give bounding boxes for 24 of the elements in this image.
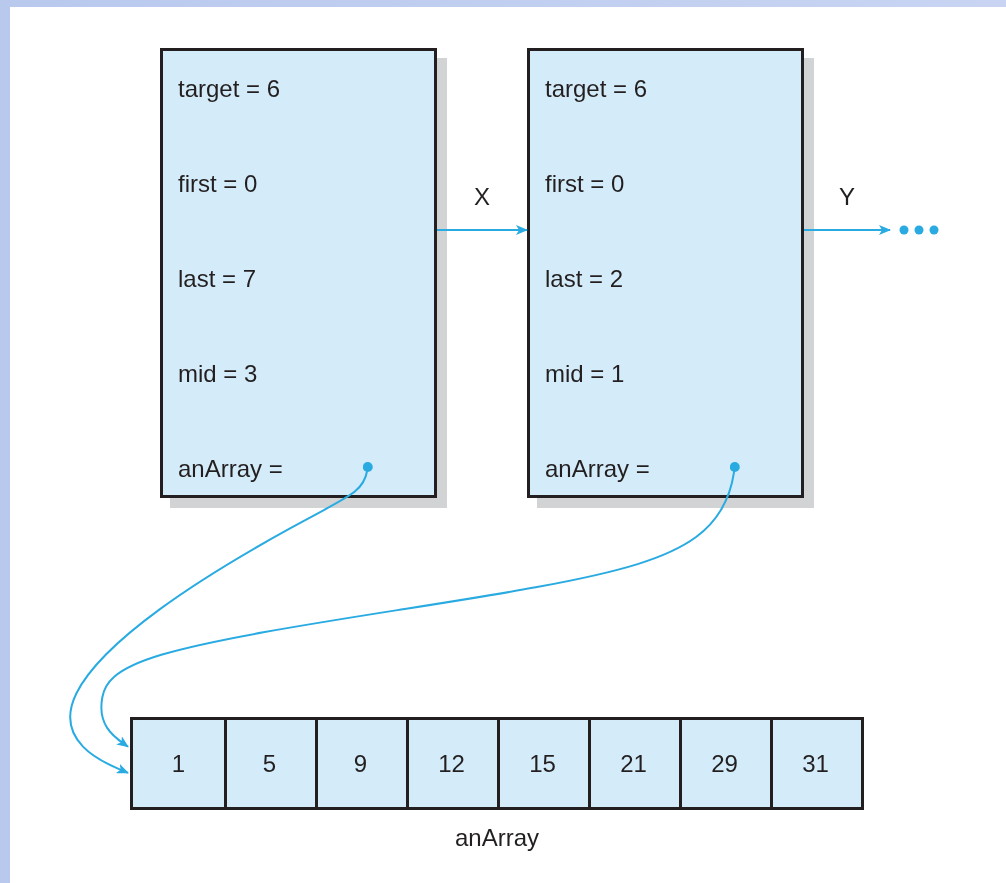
variable-text: mid = 1 (545, 360, 625, 388)
pointer-arrow (100, 462, 740, 748)
variable-text: anArray = (545, 455, 650, 483)
array-caption: anArray (455, 824, 539, 852)
array-cell: 21 (588, 720, 682, 807)
array-cell: 29 (679, 720, 773, 807)
array-box (130, 717, 864, 810)
array-cell: 12 (406, 720, 500, 807)
variable-text: last = 2 (545, 265, 624, 293)
pointer-arrow (69, 462, 373, 774)
variable-text: target = 6 (545, 75, 648, 103)
variable-text: last = 7 (178, 265, 257, 293)
arrow (803, 225, 891, 235)
array-cell: 15 (497, 720, 591, 807)
array-cell: 9 (315, 720, 409, 807)
variable-text: anArray = (178, 455, 283, 483)
variable-text: first = 0 (178, 170, 258, 198)
variable-text: mid = 3 (178, 360, 258, 388)
array-cell: 31 (770, 720, 861, 807)
variable-text: first = 0 (545, 170, 625, 198)
array-cell: 1 (133, 720, 227, 807)
arrow (436, 225, 528, 235)
array-cell: 5 (224, 720, 318, 807)
variable-text: target = 6 (178, 75, 281, 103)
